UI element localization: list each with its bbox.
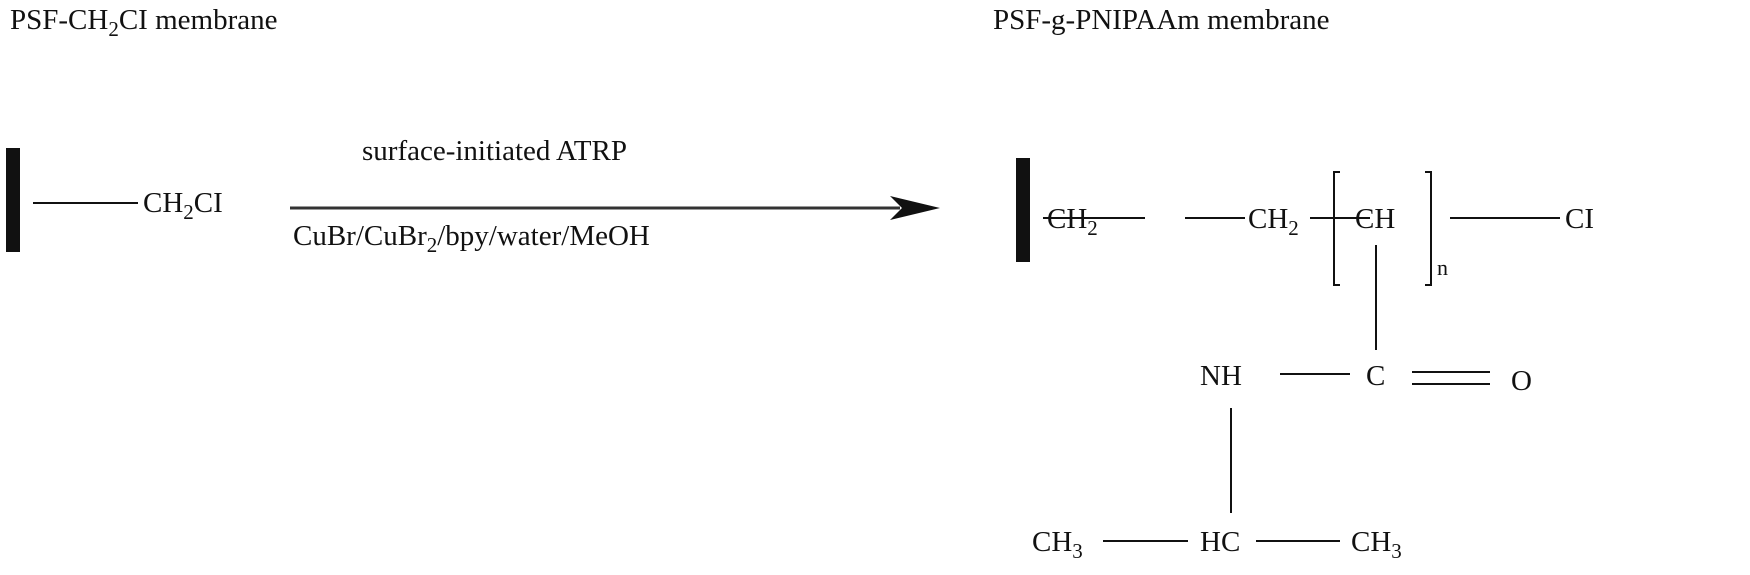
reaction-conditions-label: CuBr/CuBr2/bpy/water/MeOH (293, 220, 650, 257)
methyl-right: CH3 (1351, 526, 1402, 563)
repeat-index: n (1437, 255, 1448, 280)
isopropyl-hc: HC (1200, 526, 1241, 558)
bracket-left (1333, 171, 1340, 286)
methyl-left: CH3 (1032, 526, 1083, 563)
anchor-ch2: CH2 (1047, 203, 1098, 240)
membrane-surface-bar-left (6, 148, 20, 252)
chloromethyl-group: CH2CI (143, 187, 223, 224)
repeat-ch2: CH2 (1248, 203, 1299, 240)
end-group-cl: CI (1565, 203, 1594, 235)
reaction-arrow-head (890, 196, 940, 220)
right-title: PSF-g-PNIPAAm membrane (993, 4, 1330, 36)
bracket-right (1425, 171, 1432, 286)
carbonyl-o: O (1511, 365, 1532, 397)
carbonyl-c: C (1366, 360, 1386, 392)
reaction-top-label: surface-initiated ATRP (362, 135, 627, 167)
left-title: PSF-CH2CI membrane (10, 4, 278, 41)
amide-nh: NH (1200, 360, 1242, 392)
membrane-surface-bar-right (1016, 158, 1030, 262)
repeat-ch: CH (1355, 203, 1396, 235)
